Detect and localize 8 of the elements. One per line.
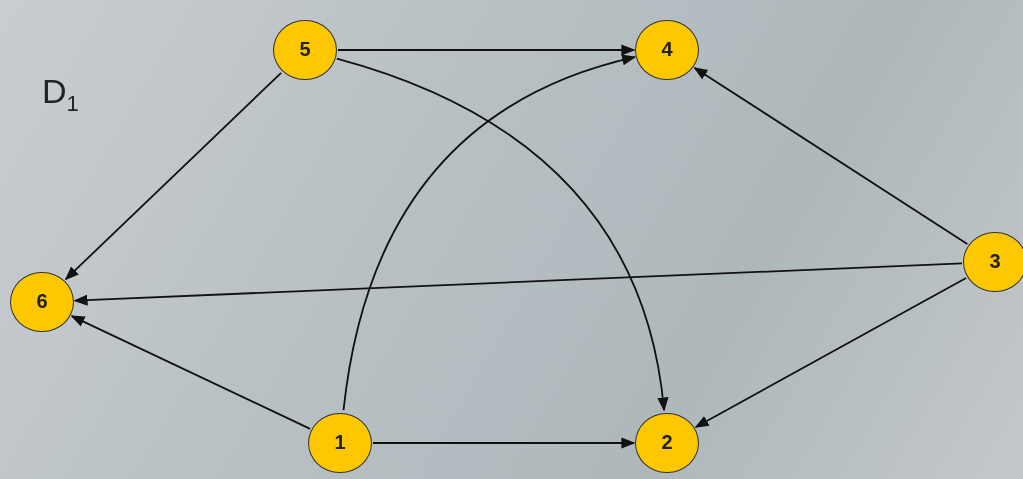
arrow bbox=[694, 277, 967, 428]
arrow bbox=[73, 262, 963, 306]
arrow bbox=[372, 437, 636, 449]
arrow bbox=[337, 44, 636, 56]
diagram-label: D$_{1}$ bbox=[42, 72, 79, 117]
arrow bbox=[70, 315, 312, 430]
arrow bbox=[693, 67, 969, 245]
arrow bbox=[64, 71, 283, 281]
